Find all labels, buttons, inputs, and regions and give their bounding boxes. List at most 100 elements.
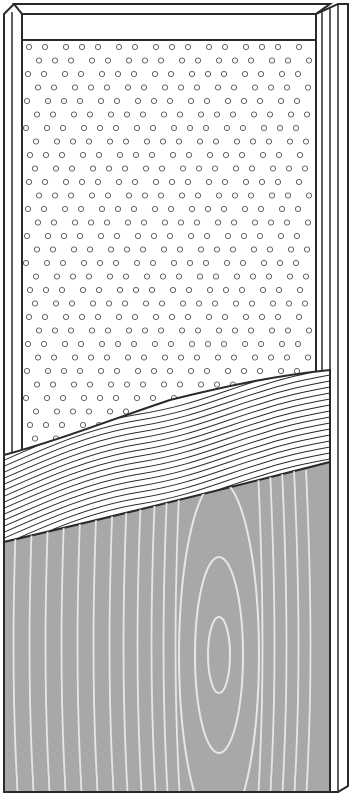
insulation-circle — [45, 368, 50, 373]
insulation-circle — [207, 287, 212, 292]
insulation-circle — [216, 58, 221, 63]
insulation-circle — [70, 274, 75, 279]
insulation-circle — [266, 139, 271, 144]
insulation-circle — [63, 44, 68, 49]
insulation-circle — [70, 139, 75, 144]
insulation-circle — [41, 71, 46, 76]
insulation-circle — [135, 98, 140, 103]
insulation-circle — [249, 301, 254, 306]
insulation-circle — [294, 233, 299, 238]
insulation-circle — [97, 395, 102, 400]
insulation-circle — [195, 328, 200, 333]
insulation-circle — [41, 206, 46, 211]
insulation-circle — [132, 179, 137, 184]
insulation-circle — [59, 152, 64, 157]
insulation-circle — [288, 247, 293, 252]
insulation-circle — [61, 368, 66, 373]
insulation-circle — [188, 368, 193, 373]
insulation-circle — [204, 98, 209, 103]
top-plate — [14, 4, 330, 40]
insulation-circle — [162, 220, 167, 225]
insulation-circle — [77, 368, 82, 373]
insulation-circle — [170, 152, 175, 157]
insulation-circle — [243, 314, 248, 319]
insulation-circle — [125, 220, 130, 225]
insulation-circle — [258, 341, 263, 346]
insulation-circle — [142, 193, 147, 198]
insulation-circle — [159, 301, 164, 306]
insulation-circle — [293, 260, 298, 265]
insulation-circle — [81, 395, 86, 400]
insulation-circle — [151, 368, 156, 373]
insulation-circle — [258, 71, 263, 76]
insulation-circle — [198, 382, 203, 387]
insulation-circle — [104, 220, 109, 225]
insulation-circle — [243, 44, 248, 49]
insulation-circle — [276, 287, 281, 292]
insulation-circle — [232, 193, 237, 198]
insulation-circle — [27, 287, 32, 292]
insulation-circle — [113, 395, 118, 400]
insulation-circle — [213, 139, 218, 144]
insulation-circle — [152, 341, 157, 346]
insulation-circle — [43, 287, 48, 292]
insulation-circle — [196, 166, 201, 171]
insulation-circle — [266, 274, 271, 279]
insulation-circle — [304, 247, 309, 252]
insulation-circle — [212, 301, 217, 306]
insulation-circle — [123, 274, 128, 279]
insulation-circle — [115, 71, 120, 76]
insulation-circle — [306, 58, 311, 63]
insulation-circle — [261, 125, 266, 130]
insulation-circle — [141, 220, 146, 225]
insulation-circle — [27, 422, 32, 427]
insulation-circle — [32, 301, 37, 306]
insulation-circle — [60, 260, 65, 265]
insulation-circle — [176, 139, 181, 144]
insulation-circle — [296, 44, 301, 49]
insulation-circle — [99, 341, 104, 346]
insulation-circle — [297, 287, 302, 292]
insulation-circle — [239, 152, 244, 157]
insulation-circle — [134, 260, 139, 265]
insulation-circle — [286, 301, 291, 306]
insulation-circle — [69, 301, 74, 306]
insulation-circle — [268, 85, 273, 90]
insulation-circle — [52, 193, 57, 198]
insulation-circle — [150, 395, 155, 400]
insulation-circle — [44, 395, 49, 400]
insulation-circle — [43, 422, 48, 427]
insulation-circle — [72, 85, 77, 90]
insulation-circle — [286, 166, 291, 171]
insulation-circle — [305, 220, 310, 225]
insulation-circle — [35, 220, 40, 225]
insulation-circle — [215, 85, 220, 90]
insulation-circle — [203, 125, 208, 130]
insulation-circle — [23, 260, 28, 265]
insulation-circle — [114, 233, 119, 238]
insulation-circle — [161, 112, 166, 117]
insulation-circle — [125, 85, 130, 90]
insulation-circle — [195, 58, 200, 63]
insulation-circle — [62, 71, 67, 76]
insulation-circle — [222, 179, 227, 184]
insulation-circle — [279, 206, 284, 211]
insulation-circle — [169, 44, 174, 49]
insulation-circle — [194, 355, 199, 360]
insulation-circle — [240, 260, 245, 265]
insulation-circle — [88, 220, 93, 225]
insulation-circle — [252, 355, 257, 360]
insulation-circle — [195, 193, 200, 198]
top-plate-face — [14, 4, 330, 14]
insulation-circle — [116, 179, 121, 184]
insulation-circle — [71, 382, 76, 387]
insulation-circle — [214, 247, 219, 252]
insulation-circle — [25, 71, 30, 76]
insulation-circle — [249, 166, 254, 171]
insulation-circle — [34, 112, 39, 117]
insulation-circle — [221, 341, 226, 346]
insulation-circle — [131, 206, 136, 211]
insulation-circle — [53, 166, 58, 171]
insulation-circle — [24, 98, 29, 103]
insulation-circle — [68, 58, 73, 63]
